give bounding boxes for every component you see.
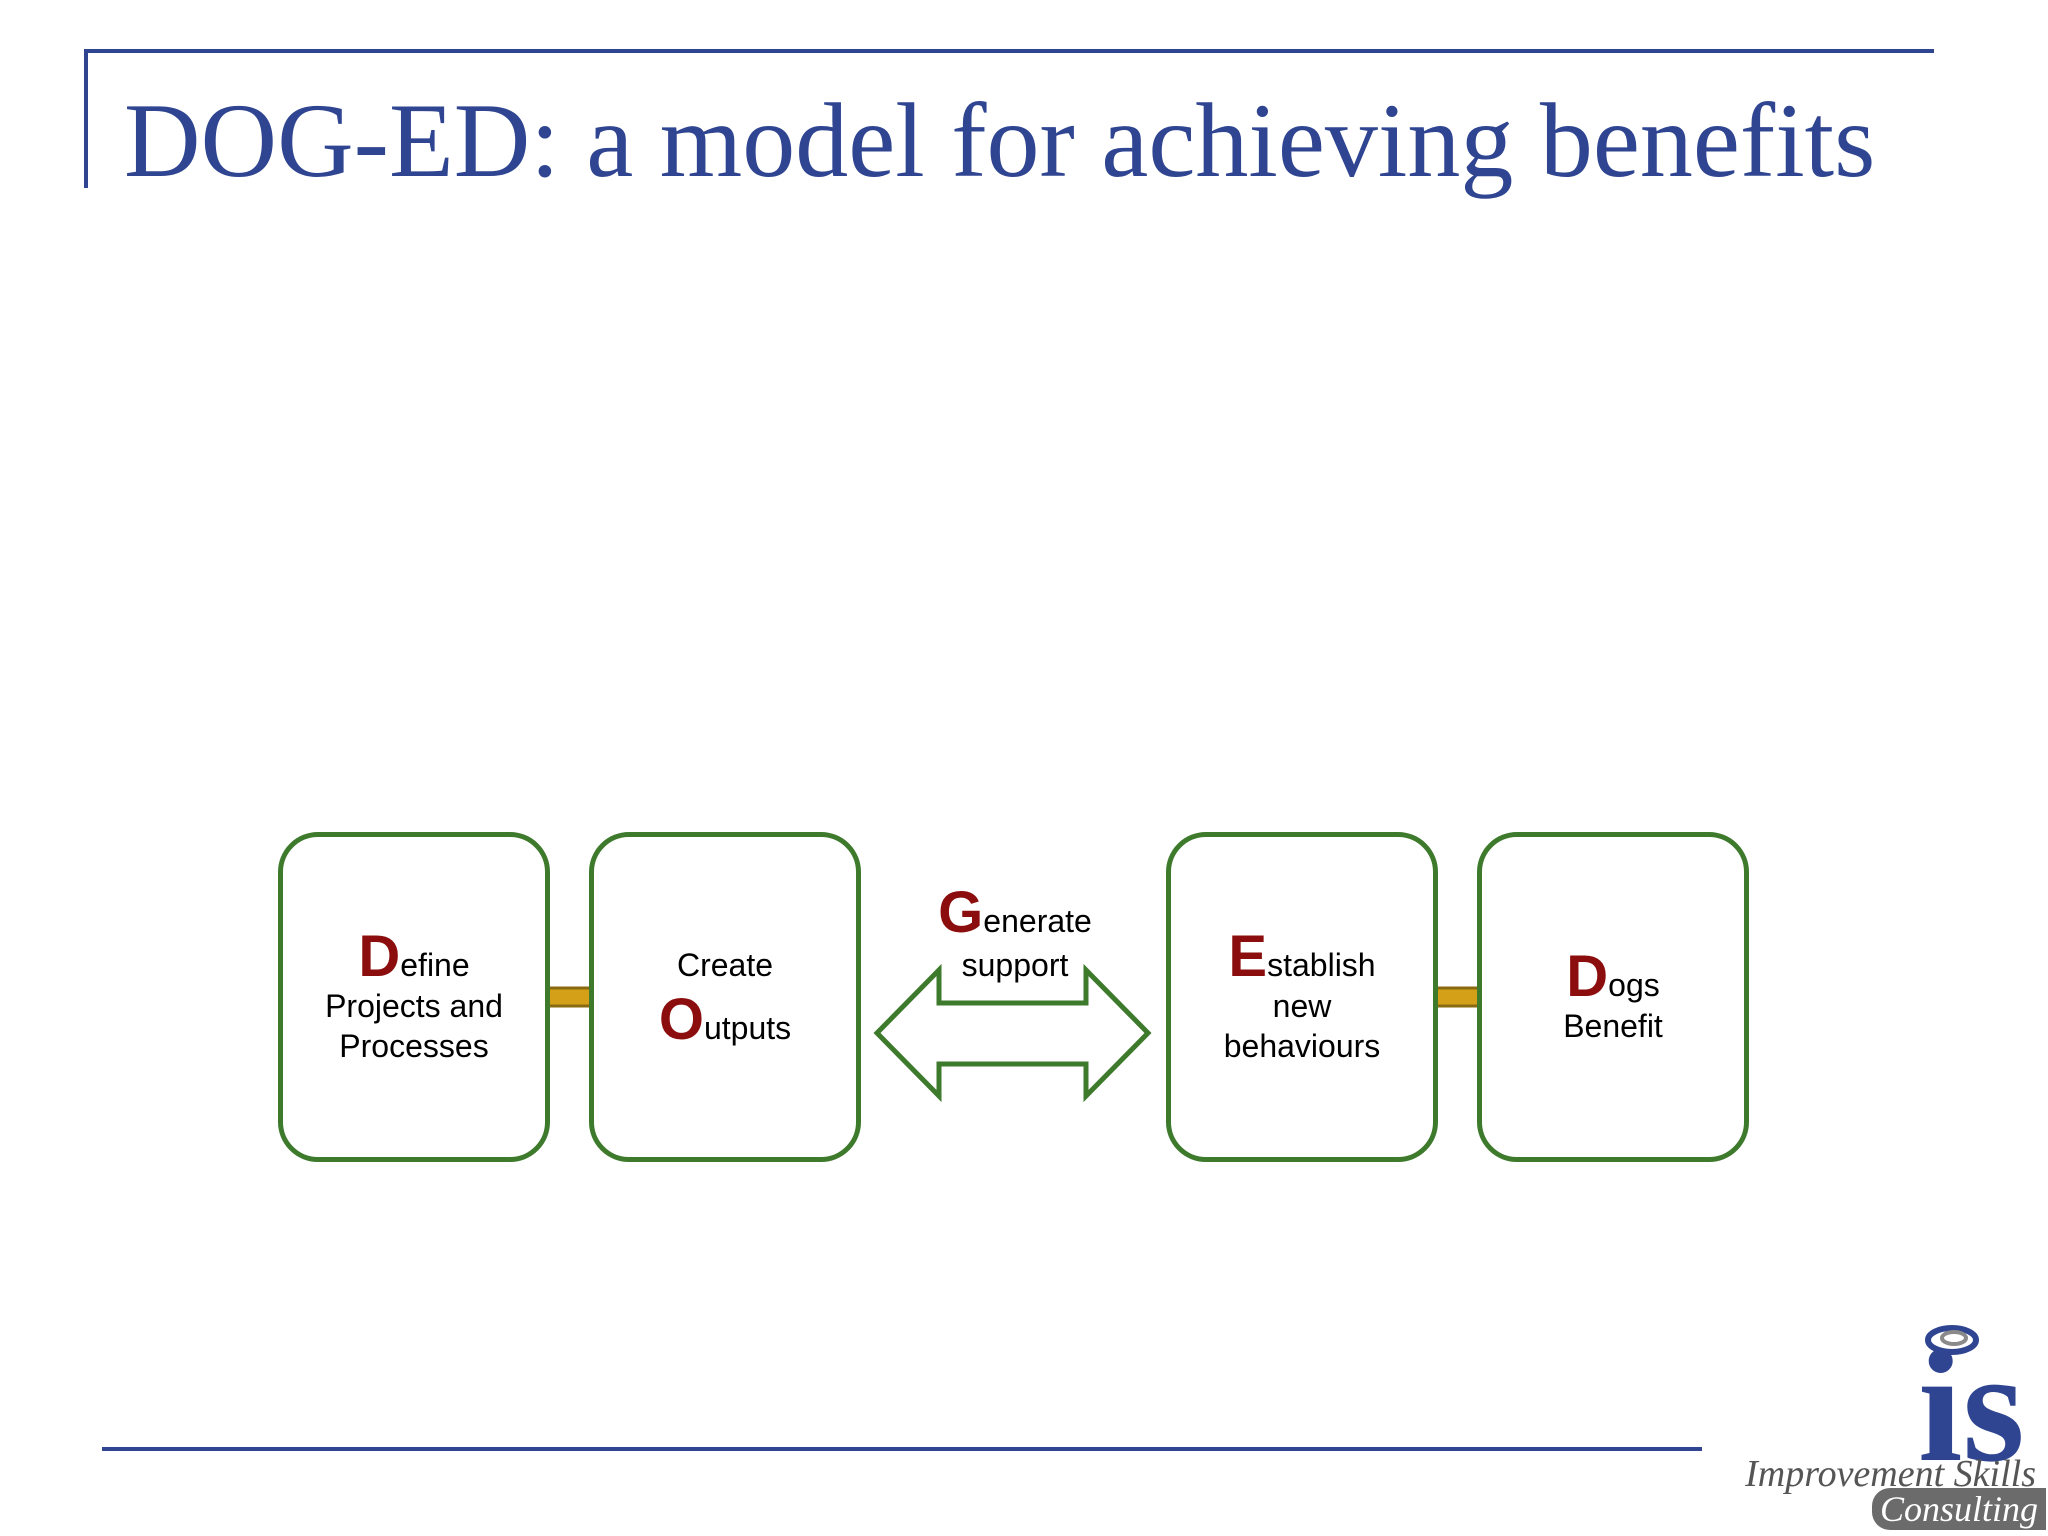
step-text: Benefit [1563,1008,1663,1044]
step-heading: Dogs [1566,948,1659,1006]
step-initial: D [1566,944,1609,1009]
step-initial: O [658,987,704,1052]
company-logo: is Improvement Skills Consulting [1690,1320,2046,1530]
step-text: behaviours [1223,1028,1381,1064]
step-text: Projects and [325,988,503,1024]
step-box-establish: Establish new behaviours [1166,832,1438,1162]
step-box-dogs: Dogs Benefit [1477,832,1749,1162]
slide-title: DOG-ED: a model for achieving benefits [124,82,1876,199]
step-text: Processes [339,1028,489,1064]
step-word-rest: efine [400,947,470,983]
footer-rule [102,1447,1702,1451]
logo-text-line2: Consulting [1871,1488,2046,1530]
step-initial: G [938,880,984,945]
step-heading: Define [358,928,469,986]
logo-mark: is [1918,1317,2025,1495]
step-heading: Outputs [659,991,791,1049]
step-initial: D [358,924,401,989]
step-box-create: Create Outputs [589,832,861,1162]
step-word-rest: stablish [1267,947,1376,983]
swirl-icon [1925,1325,1979,1355]
double-arrow-icon [873,963,1152,1103]
step-word-rest: enerate [983,903,1092,939]
generate-support-label: Generate support [900,884,1130,987]
title-frame-left-rule [84,49,88,188]
step-text: new [1272,988,1332,1024]
step-initial: E [1228,924,1268,989]
title-frame-top-rule [84,49,1934,53]
step-word-rest: utputs [703,1010,792,1046]
step-text: Create [676,947,774,983]
step-word-rest: ogs [1608,967,1660,1003]
step-box-define: Define Projects and Processes [278,832,550,1162]
step-text: support [961,947,1069,983]
step-heading: Establish [1228,928,1375,986]
